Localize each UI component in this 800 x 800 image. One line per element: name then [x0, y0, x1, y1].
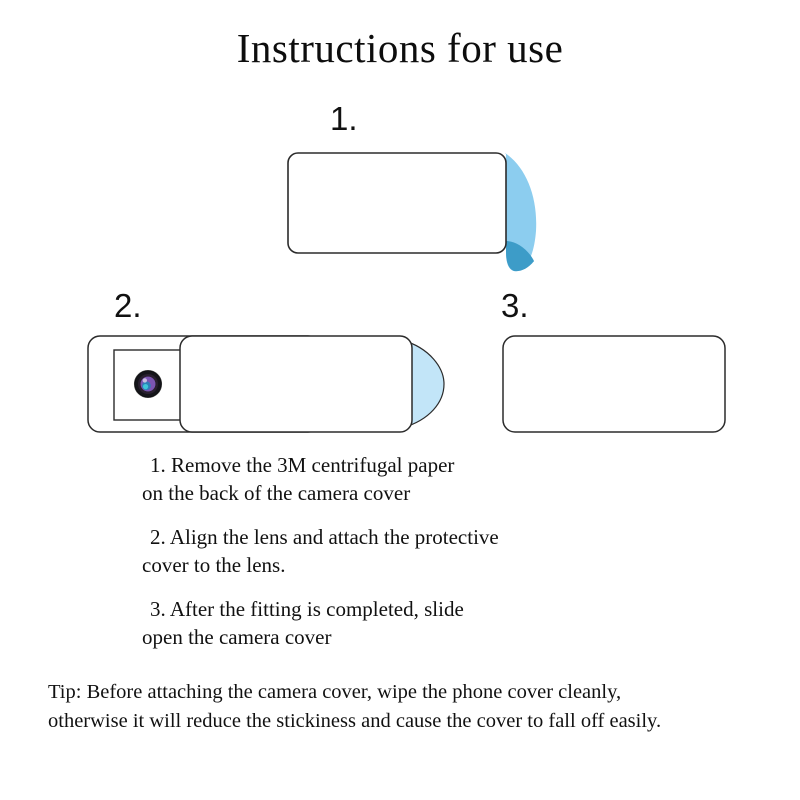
- instruction-list: 1. Remove the 3M centrifugal paper on th…: [142, 452, 670, 668]
- instruction-item-1: 1. Remove the 3M centrifugal paper on th…: [142, 452, 670, 508]
- figure-step-3: [495, 330, 735, 440]
- instruction-1-line-1: 1. Remove the 3M centrifugal paper: [150, 453, 455, 477]
- instruction-1-line-2: on the back of the camera cover: [142, 480, 411, 505]
- page-title: Instructions for use: [236, 25, 564, 71]
- step-number-1: 1.: [330, 100, 358, 137]
- instruction-2-line-2: cover to the lens.: [142, 552, 286, 577]
- closed-camera-cover: [502, 335, 726, 433]
- peeling-3m-paper-icon: [505, 153, 537, 272]
- instruction-3-line-1: 3. After the fitting is completed, slide: [150, 596, 464, 621]
- tip-line-2: otherwise it will reduce the stickiness …: [48, 710, 662, 733]
- tip-note: Tip: Before attaching the camera cover, …: [48, 678, 788, 736]
- instruction-2-line-1: 2. Align the lens and attach the protect…: [150, 524, 499, 549]
- figure-step-2: [78, 330, 458, 440]
- instruction-item-3: 3. After the fitting is completed, slide…: [142, 596, 670, 652]
- step-number-3: 3.: [501, 287, 529, 324]
- instruction-3-line-2: open the camera cover: [142, 624, 332, 649]
- figure-step-1: [270, 145, 570, 280]
- step-number-2: 2.: [114, 287, 142, 324]
- tip-line-1: Tip: Before attaching the camera cover, …: [48, 681, 622, 703]
- instruction-item-2: 2. Align the lens and attach the protect…: [142, 524, 670, 580]
- camera-cover-body: [287, 152, 507, 254]
- camera-lens-icon: [133, 369, 163, 399]
- sliding-camera-cover: [179, 335, 413, 433]
